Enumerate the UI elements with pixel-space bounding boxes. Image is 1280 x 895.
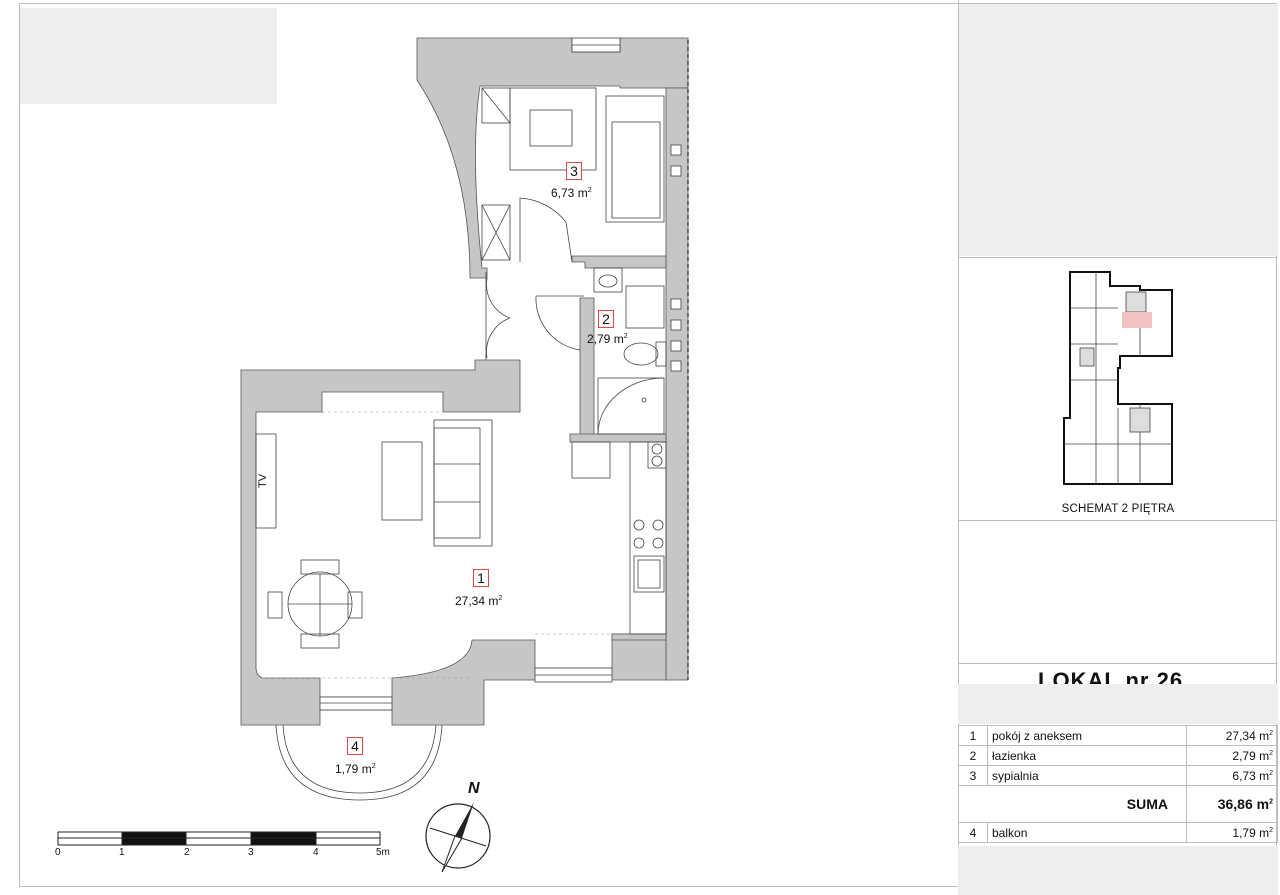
- tv-label: TV: [257, 473, 270, 489]
- room-number-1: 1: [473, 569, 489, 587]
- north-arrow: [425, 802, 491, 873]
- row-area: 27,34 m2: [1186, 725, 1278, 746]
- row-number: 3: [958, 765, 988, 786]
- table-row: 4 balkon 1,79 m2: [958, 822, 1278, 843]
- scale-tick-2: 2: [184, 847, 190, 858]
- row-name: łazienka: [987, 745, 1187, 766]
- panel-divider: [958, 257, 1278, 258]
- scale-tick-0: 0: [55, 847, 61, 858]
- logo-placeholder: [958, 4, 1278, 256]
- room-area-2: 2,79 m2: [587, 332, 628, 346]
- row-name: pokój z aneksem: [987, 725, 1187, 746]
- room-area-1: 27,34 m2: [455, 594, 503, 608]
- scale-bar: [57, 831, 381, 846]
- walls: [240, 37, 689, 726]
- dashed-markers: [262, 411, 612, 679]
- sum-label: SUMA: [958, 785, 1187, 823]
- north-label: N: [468, 780, 480, 797]
- row-number: 2: [958, 745, 988, 766]
- rooms-table: 1 pokój z aneksem 27,34 m2 2 łazienka 2,…: [958, 725, 1278, 843]
- sum-row: SUMA 36,86 m2: [958, 785, 1278, 823]
- room-number-2: 2: [598, 310, 614, 328]
- room-area-4: 1,79 m2: [335, 762, 376, 776]
- drawing-frame: [19, 3, 1277, 887]
- row-area: 2,79 m2: [1186, 745, 1278, 766]
- room-number-4: 4: [347, 737, 363, 755]
- row-name: balkon: [987, 822, 1187, 843]
- row-area: 6,73 m2: [1186, 765, 1278, 786]
- row-number: 1: [958, 725, 988, 746]
- room-number-3: 3: [566, 162, 582, 180]
- table-row: 2 łazienka 2,79 m2: [958, 745, 1278, 766]
- row-area: 1,79 m2: [1186, 822, 1278, 843]
- scale-tick-5: 5m: [376, 847, 390, 858]
- row-number: 4: [958, 822, 988, 843]
- sum-area: 36,86 m2: [1186, 785, 1278, 823]
- furniture: [255, 37, 682, 801]
- schema-label: SCHEMAT 2 PIĘTRA: [1061, 503, 1175, 515]
- table-row: 1 pokój z aneksem 27,34 m2: [958, 725, 1278, 746]
- panel-divider: [958, 520, 1278, 521]
- table-row: 3 sypialnia 6,73 m2: [958, 765, 1278, 786]
- floor-schema-thumbnail: [1063, 271, 1173, 485]
- panel-divider: [958, 663, 1278, 664]
- title-cover: [958, 684, 1278, 724]
- room-area-3: 6,73 m2: [551, 186, 592, 200]
- header-placeholder: [20, 8, 277, 104]
- scale-tick-3: 3: [248, 847, 254, 858]
- scale-tick-4: 4: [313, 847, 319, 858]
- row-name: sypialnia: [987, 765, 1187, 786]
- footer-placeholder: [958, 846, 1278, 895]
- scale-tick-1: 1: [119, 847, 125, 858]
- floor-plan: [57, 37, 689, 873]
- panel-border: [958, 0, 959, 895]
